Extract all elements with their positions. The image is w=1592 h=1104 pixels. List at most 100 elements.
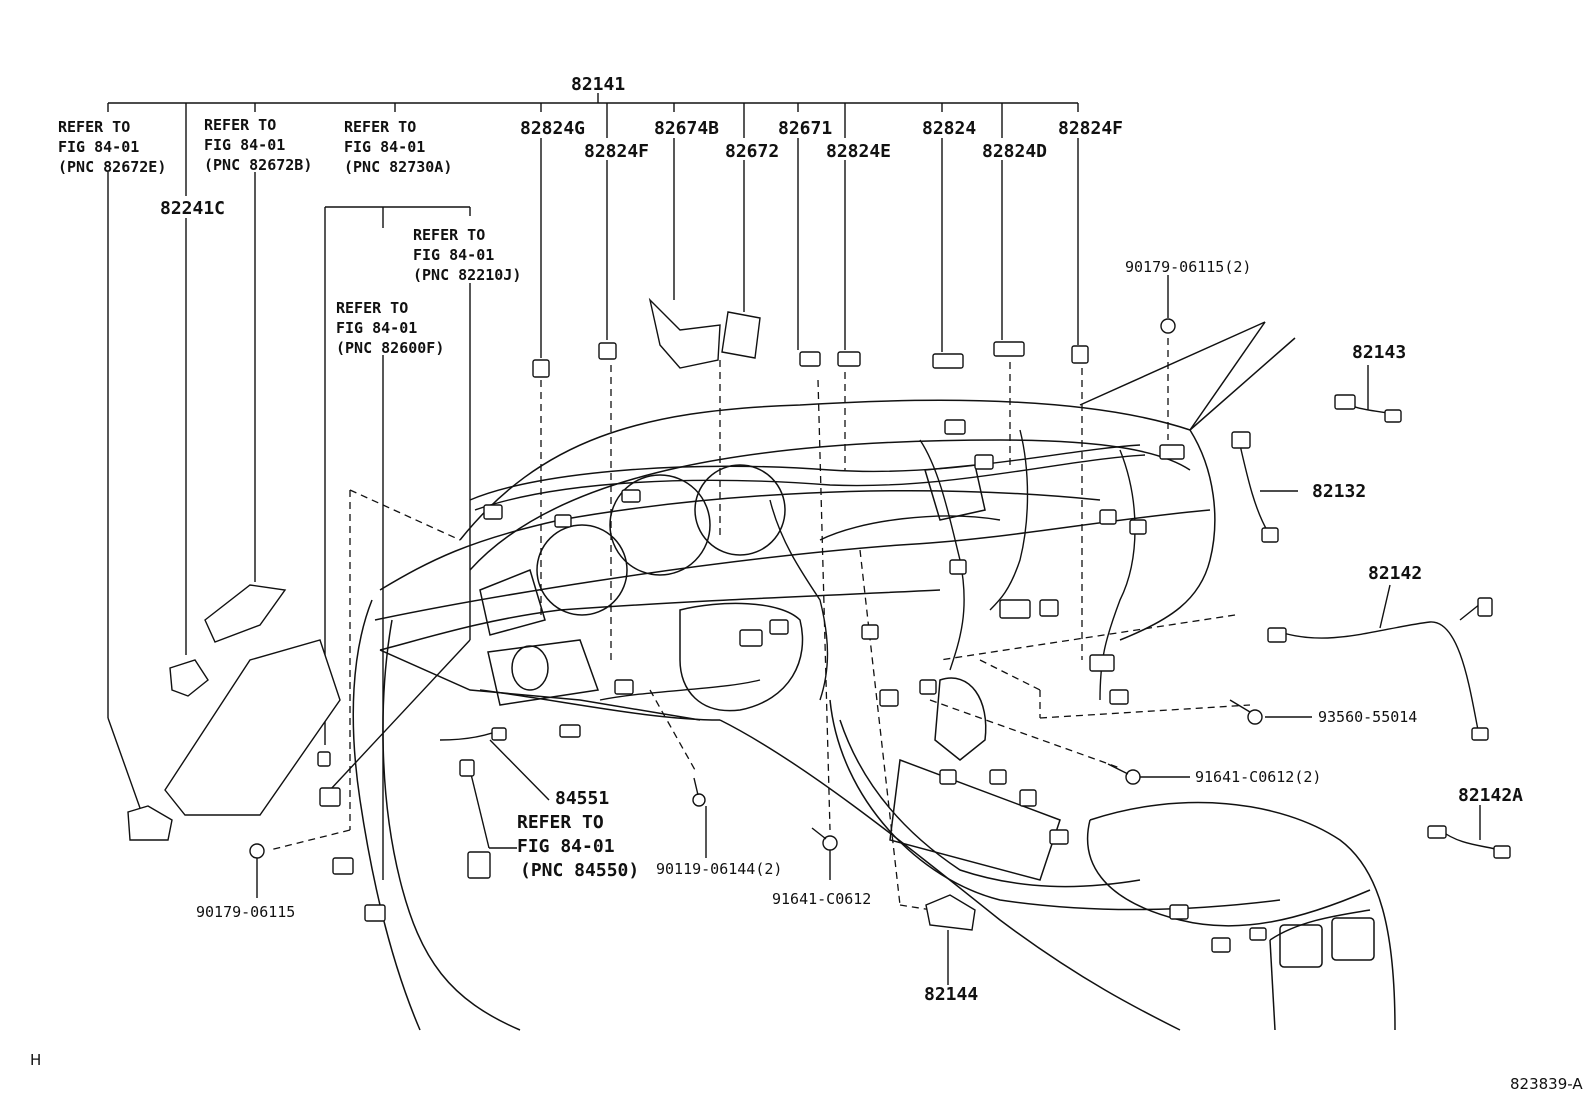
label-82142: 82142: [1368, 563, 1422, 584]
connector-82143-b: [1384, 409, 1402, 423]
refer-note-line: FIG 84-01: [336, 319, 417, 337]
corner-mark: H: [30, 1051, 41, 1069]
label-82144: 82144: [924, 984, 978, 1005]
label-82824g: 82824G: [520, 118, 585, 139]
refer-note-line: REFER TO: [517, 812, 604, 833]
connector-82142-a: [1267, 627, 1287, 643]
refer-note-82672b: REFER TO FIG 84-01 (PNC 82672B): [204, 116, 312, 174]
harness-connector: [1249, 927, 1267, 941]
connector-82824f-right: [1071, 345, 1089, 364]
cover-82672b: [204, 584, 287, 643]
harness-connector: [554, 514, 572, 528]
refer-note-line: REFER TO: [204, 116, 276, 134]
label-91641-c0612-2: 91641-C0612(2): [1195, 768, 1321, 786]
connectors: [127, 297, 1511, 953]
harness-connector: [939, 769, 957, 785]
harness-connector: [621, 489, 641, 503]
connector-82142-c: [1477, 597, 1493, 617]
refer-note-line: REFER TO: [58, 118, 130, 136]
harness-connector: [467, 851, 491, 879]
harness-connector: [1039, 599, 1059, 617]
connector-82142a-b: [1493, 845, 1511, 859]
harness-connector: [1049, 829, 1069, 845]
refer-note-82600f: REFER TO FIG 84-01 (PNC 82600F): [336, 299, 444, 357]
harness-connector: [1019, 789, 1037, 807]
label-91641-c0612: 91641-C0612: [772, 890, 871, 908]
connector-82730a: [317, 751, 331, 767]
footer: H 823839-A: [30, 1051, 1583, 1093]
harness-connector: [1169, 904, 1189, 920]
harness-connector: [769, 619, 789, 635]
relay-82672: [721, 311, 761, 359]
harness-connector: [1109, 689, 1129, 705]
connector-82210j: [319, 787, 341, 807]
label-82143: 82143: [1352, 342, 1406, 363]
refer-note-line: REFER TO: [413, 226, 485, 244]
refer-note-line: (PNC 82672E): [58, 158, 166, 176]
connector-82824g: [532, 359, 550, 378]
harness-connector: [1089, 654, 1115, 672]
refer-note-line: FIG 84-01: [58, 138, 139, 156]
bolt-91641-c0612: [822, 835, 838, 851]
harness-connector: [332, 857, 354, 875]
harness-connector: [989, 769, 1007, 785]
leader-lines: [107, 138, 1481, 985]
connector-84551: [459, 759, 475, 777]
harness-connector: [861, 624, 879, 640]
relay-82241c: [169, 659, 209, 697]
refer-note-line: (PNC 82730A): [344, 158, 452, 176]
connector-82824d: [993, 341, 1025, 357]
label-82824f-left: 82824F: [584, 141, 649, 162]
relay-82674b: [648, 297, 721, 369]
refer-note-line: FIG 84-01: [517, 836, 615, 857]
refer-note-line: FIG 84-01: [344, 138, 425, 156]
label-82674b: 82674B: [654, 118, 719, 139]
dashboard-outline: [352, 321, 1396, 1031]
label-82824d: 82824D: [982, 141, 1047, 162]
connector-82143-a: [1334, 394, 1356, 410]
label-90179-06115: 90179-06115: [196, 903, 295, 921]
connector-82132-b: [1261, 527, 1279, 543]
harness-connector: [614, 679, 634, 695]
harness-connector: [879, 689, 899, 707]
dashed-install-lines: [269, 338, 1251, 911]
harness-connector: [559, 724, 581, 738]
refer-to-notes: REFER TO FIG 84-01 (PNC 82672E) REFER TO…: [58, 116, 639, 881]
label-82132: 82132: [1312, 481, 1366, 502]
drawing-id: 823839-A: [1510, 1075, 1583, 1093]
label-90119-06144-2: 90119-06144(2): [656, 860, 782, 878]
label-93560-55014: 93560-55014: [1318, 708, 1417, 726]
harness-wires: [439, 394, 1501, 851]
harness-connector: [1159, 444, 1185, 460]
label-82824f-right: 82824F: [1058, 118, 1123, 139]
bolt-90119-06144: [692, 793, 706, 807]
refer-note-82210j: REFER TO FIG 84-01 (PNC 82210J): [413, 226, 521, 284]
junction-block: [164, 639, 341, 816]
connector-82824f-left: [598, 342, 617, 360]
harness-connector: [974, 454, 994, 470]
harness-connector: [949, 559, 967, 575]
refer-note-line: (PNC 82600F): [336, 339, 444, 357]
main-harness-bracket: [107, 93, 1079, 196]
harness-connector: [1099, 509, 1117, 525]
refer-note-line: (PNC 82672B): [204, 156, 312, 174]
label-82672: 82672: [725, 141, 779, 162]
refer-note-82730a: REFER TO FIG 84-01 (PNC 82730A): [344, 118, 452, 176]
label-82142a: 82142A: [1458, 785, 1523, 806]
refer-note-line: (PNC 84550): [520, 860, 639, 881]
harness-connector: [919, 679, 937, 695]
label-82671: 82671: [778, 118, 832, 139]
connector-82672e: [127, 805, 173, 841]
refer-note-line: (PNC 82210J): [413, 266, 521, 284]
connector-82142-b: [1471, 727, 1489, 741]
clip-90179-06115: [249, 843, 265, 859]
harness-connector: [1211, 937, 1231, 953]
harness-connector: [944, 419, 966, 435]
label-82141: 82141: [571, 74, 625, 95]
connector-82144: [925, 894, 976, 931]
refer-note-line: REFER TO: [344, 118, 416, 136]
label-82241c: 82241C: [160, 198, 225, 219]
label-84551: 84551: [555, 788, 609, 809]
harness-connector: [1129, 519, 1147, 535]
